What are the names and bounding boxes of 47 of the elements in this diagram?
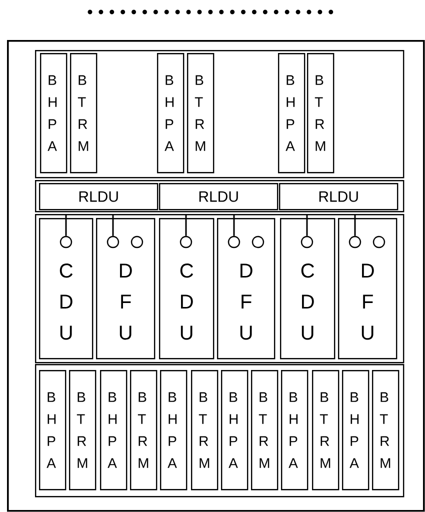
module-box: RLDU [279, 183, 398, 210]
port-circle [300, 236, 314, 248]
shelf-panel [35, 50, 404, 178]
connector-line [185, 214, 187, 236]
module-card: B T R M [312, 370, 340, 490]
connector-line [112, 214, 114, 236]
module-card: B H P A [281, 370, 308, 490]
module-card: B H P A [278, 53, 306, 174]
module-box: RLDU [159, 183, 278, 210]
module-card: B H P A [342, 370, 370, 490]
module-card: B H P A [160, 370, 188, 490]
module-card: B T R M [307, 53, 334, 174]
port-circle [252, 236, 264, 248]
port-circle [180, 236, 192, 248]
port-circle [60, 236, 72, 248]
port-circle [372, 236, 386, 248]
module-card: B H P A [100, 370, 128, 490]
port-circle [106, 236, 120, 248]
port-circle [228, 236, 240, 248]
port-circle [348, 236, 362, 248]
module-card: B T R M [187, 53, 214, 174]
module-card: B T R M [191, 370, 218, 490]
module-card: B T R M [372, 370, 400, 490]
module-card: B H P A [221, 370, 248, 490]
shelf-panel [35, 364, 404, 498]
module-box: RLDU [39, 183, 158, 210]
port-circle [130, 236, 144, 248]
module-card: B T R M [130, 370, 158, 490]
module-card: B H P A [157, 53, 184, 174]
connector-line [233, 214, 235, 236]
unit-card: C D U [39, 218, 94, 360]
module-card: B T R M [69, 370, 96, 490]
module-card: B T R M [70, 53, 98, 174]
unit-card: D F U [338, 218, 398, 360]
module-card: B H P A [39, 370, 66, 490]
unit-card: C D U [159, 218, 214, 360]
unit-card: D F U [217, 218, 276, 360]
module-card: B H P A [40, 53, 68, 174]
connector-line [354, 214, 356, 236]
unit-card: D F U [96, 218, 156, 360]
shelf-panel [35, 180, 404, 212]
shelf-panel [35, 214, 404, 364]
unit-card: C D U [280, 218, 336, 360]
connector-line [306, 214, 308, 236]
connector-line [65, 214, 67, 236]
module-card: B T R M [251, 370, 278, 490]
cabinet-frame [7, 40, 425, 512]
